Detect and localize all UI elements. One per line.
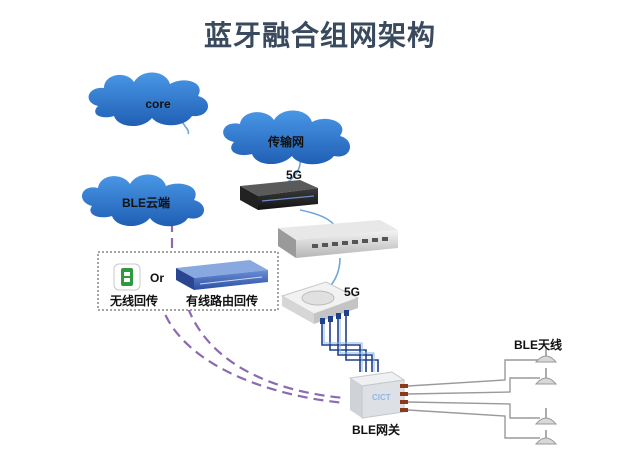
dashed-wired-to-gateway xyxy=(186,307,346,400)
gateway-logo: CICT xyxy=(372,393,391,402)
cloud-transport-label: 传输网 xyxy=(267,135,305,149)
gateway-to-antenna-cables xyxy=(407,359,540,439)
cloud-transport xyxy=(223,110,351,165)
fiveg-mid-label: 5G xyxy=(344,285,361,299)
ap-to-gateway-cables-light xyxy=(323,319,375,372)
fiveg-top-label: 5G xyxy=(286,168,303,182)
antenna-1 xyxy=(534,346,558,363)
ble-antennas xyxy=(534,346,558,445)
or-label: Or xyxy=(150,271,165,285)
switch-silver xyxy=(278,220,398,258)
wireless-backhaul-label: 无线回传 xyxy=(110,294,159,308)
antenna-4 xyxy=(534,430,558,445)
cloud-core xyxy=(88,72,209,127)
cloud-ble xyxy=(81,174,205,227)
ble-gateway xyxy=(348,371,408,419)
dashed-wireless-to-gateway xyxy=(158,299,346,405)
cloud-ble-label: BLE云端 xyxy=(121,196,171,210)
ble-gateway-label: BLE网关 xyxy=(352,423,401,437)
antenna-2 xyxy=(534,368,558,385)
antenna-3 xyxy=(534,408,558,425)
wired-router xyxy=(176,260,268,290)
cloud-core-label: core xyxy=(145,97,171,111)
wireless-backhaul-icon xyxy=(113,263,141,291)
access-point xyxy=(280,281,360,324)
wired-backhaul-label: 有线路由回传 xyxy=(186,294,259,308)
router-5g xyxy=(240,180,318,210)
ble-antenna-label: BLE天线 xyxy=(514,338,563,352)
ap-to-gateway-cables xyxy=(321,316,379,372)
page-title: 蓝牙融合组网架构 xyxy=(203,20,436,51)
